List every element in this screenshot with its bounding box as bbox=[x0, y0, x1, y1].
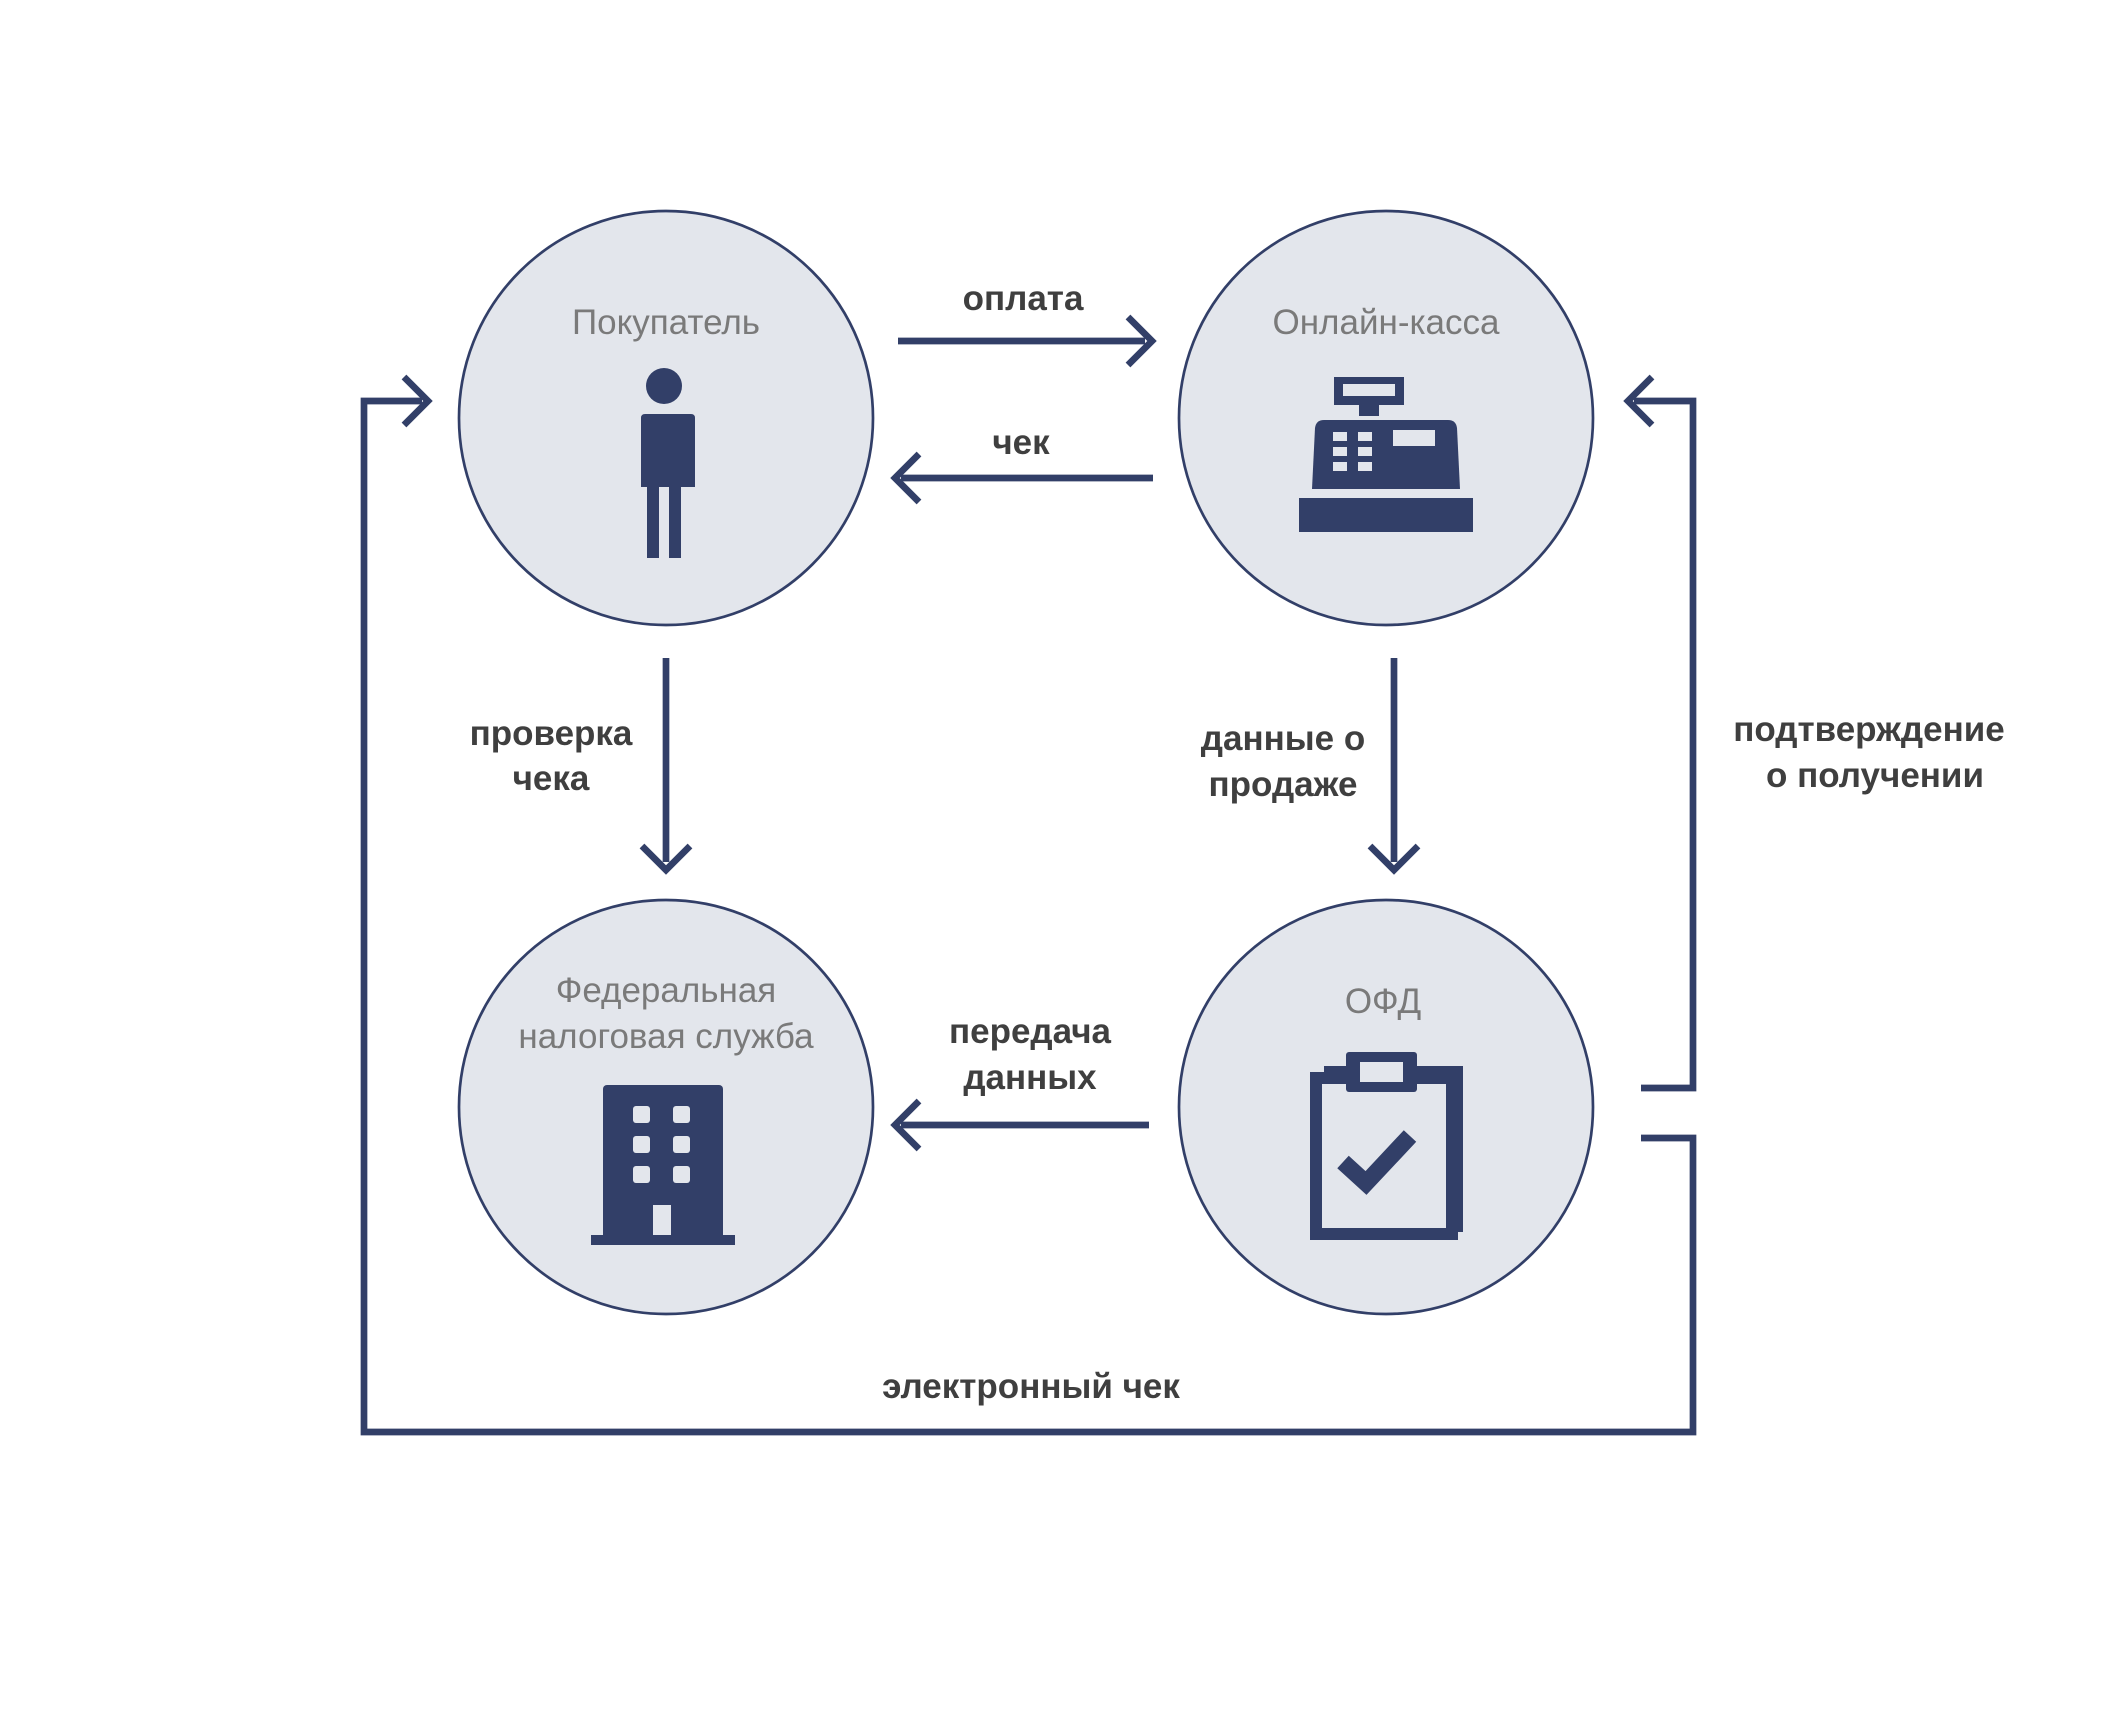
node-tax-service-label-line2: налоговая служба bbox=[518, 1017, 814, 1056]
node-buyer: Покупатель bbox=[457, 209, 875, 627]
node-tax-service-label-line1: Федеральная bbox=[556, 971, 777, 1010]
person-icon bbox=[641, 368, 695, 558]
edge-receipt-confirmation-line bbox=[1634, 397, 1697, 1092]
node-ofd: ОФД bbox=[1177, 898, 1595, 1316]
edge-receipt-confirmation-label-line1: подтверждение bbox=[1733, 710, 2004, 749]
cash-register-icon bbox=[1299, 377, 1473, 532]
edge-receipt-check-label-line1: проверка bbox=[470, 714, 633, 753]
edge-receipt-check-arrowhead bbox=[639, 843, 693, 875]
edge-labels: оплата чек проверка чека данные о продаж… bbox=[470, 279, 2005, 1406]
edge-receipt-confirmation-label-line2: о получении bbox=[1766, 756, 1984, 795]
edge-data-transfer-label-line2: данных bbox=[963, 1058, 1097, 1097]
edge-receipt-label: чек bbox=[992, 423, 1050, 462]
edge-receipt-check bbox=[639, 658, 693, 875]
edge-receipt-check-label-line2: чека bbox=[513, 759, 590, 798]
edge-data-transfer-arrowhead bbox=[890, 1098, 922, 1152]
building-icon bbox=[591, 1085, 735, 1245]
edge-electronic-receipt bbox=[360, 374, 1697, 1436]
edge-electronic-receipt-line bbox=[360, 397, 1697, 1436]
node-tax-service: Федеральная налоговая служба bbox=[457, 898, 875, 1316]
edge-electronic-receipt-label: электронный чек bbox=[882, 1367, 1180, 1406]
edge-payment-label: оплата bbox=[963, 279, 1084, 318]
node-buyer-label: Покупатель bbox=[572, 303, 760, 342]
connectors bbox=[360, 314, 1697, 1436]
edge-receipt bbox=[890, 451, 1153, 505]
node-cash-register-label: Онлайн-касса bbox=[1273, 303, 1501, 342]
edge-sale-data bbox=[1367, 658, 1421, 875]
edge-receipt-arrowhead bbox=[890, 451, 922, 505]
clipboard-check-icon bbox=[1310, 1052, 1463, 1240]
edge-data-transfer bbox=[890, 1098, 1149, 1152]
edge-receipt-confirmation bbox=[1623, 374, 1697, 1092]
edge-payment-arrowhead bbox=[1125, 314, 1157, 368]
edge-electronic-receipt-arrowhead bbox=[401, 374, 433, 428]
edge-receipt-confirmation-arrowhead bbox=[1623, 374, 1655, 428]
edge-payment bbox=[898, 314, 1157, 368]
edge-sale-data-label-line1: данные о bbox=[1201, 719, 1365, 758]
edge-data-transfer-label-line1: передача bbox=[949, 1012, 1112, 1051]
node-cash-register: Онлайн-касса bbox=[1177, 209, 1595, 627]
edge-sale-data-arrowhead bbox=[1367, 843, 1421, 875]
node-cash-register-circle bbox=[1177, 209, 1595, 627]
edge-sale-data-label-line2: продаже bbox=[1209, 765, 1358, 804]
node-ofd-label: ОФД bbox=[1345, 982, 1422, 1021]
